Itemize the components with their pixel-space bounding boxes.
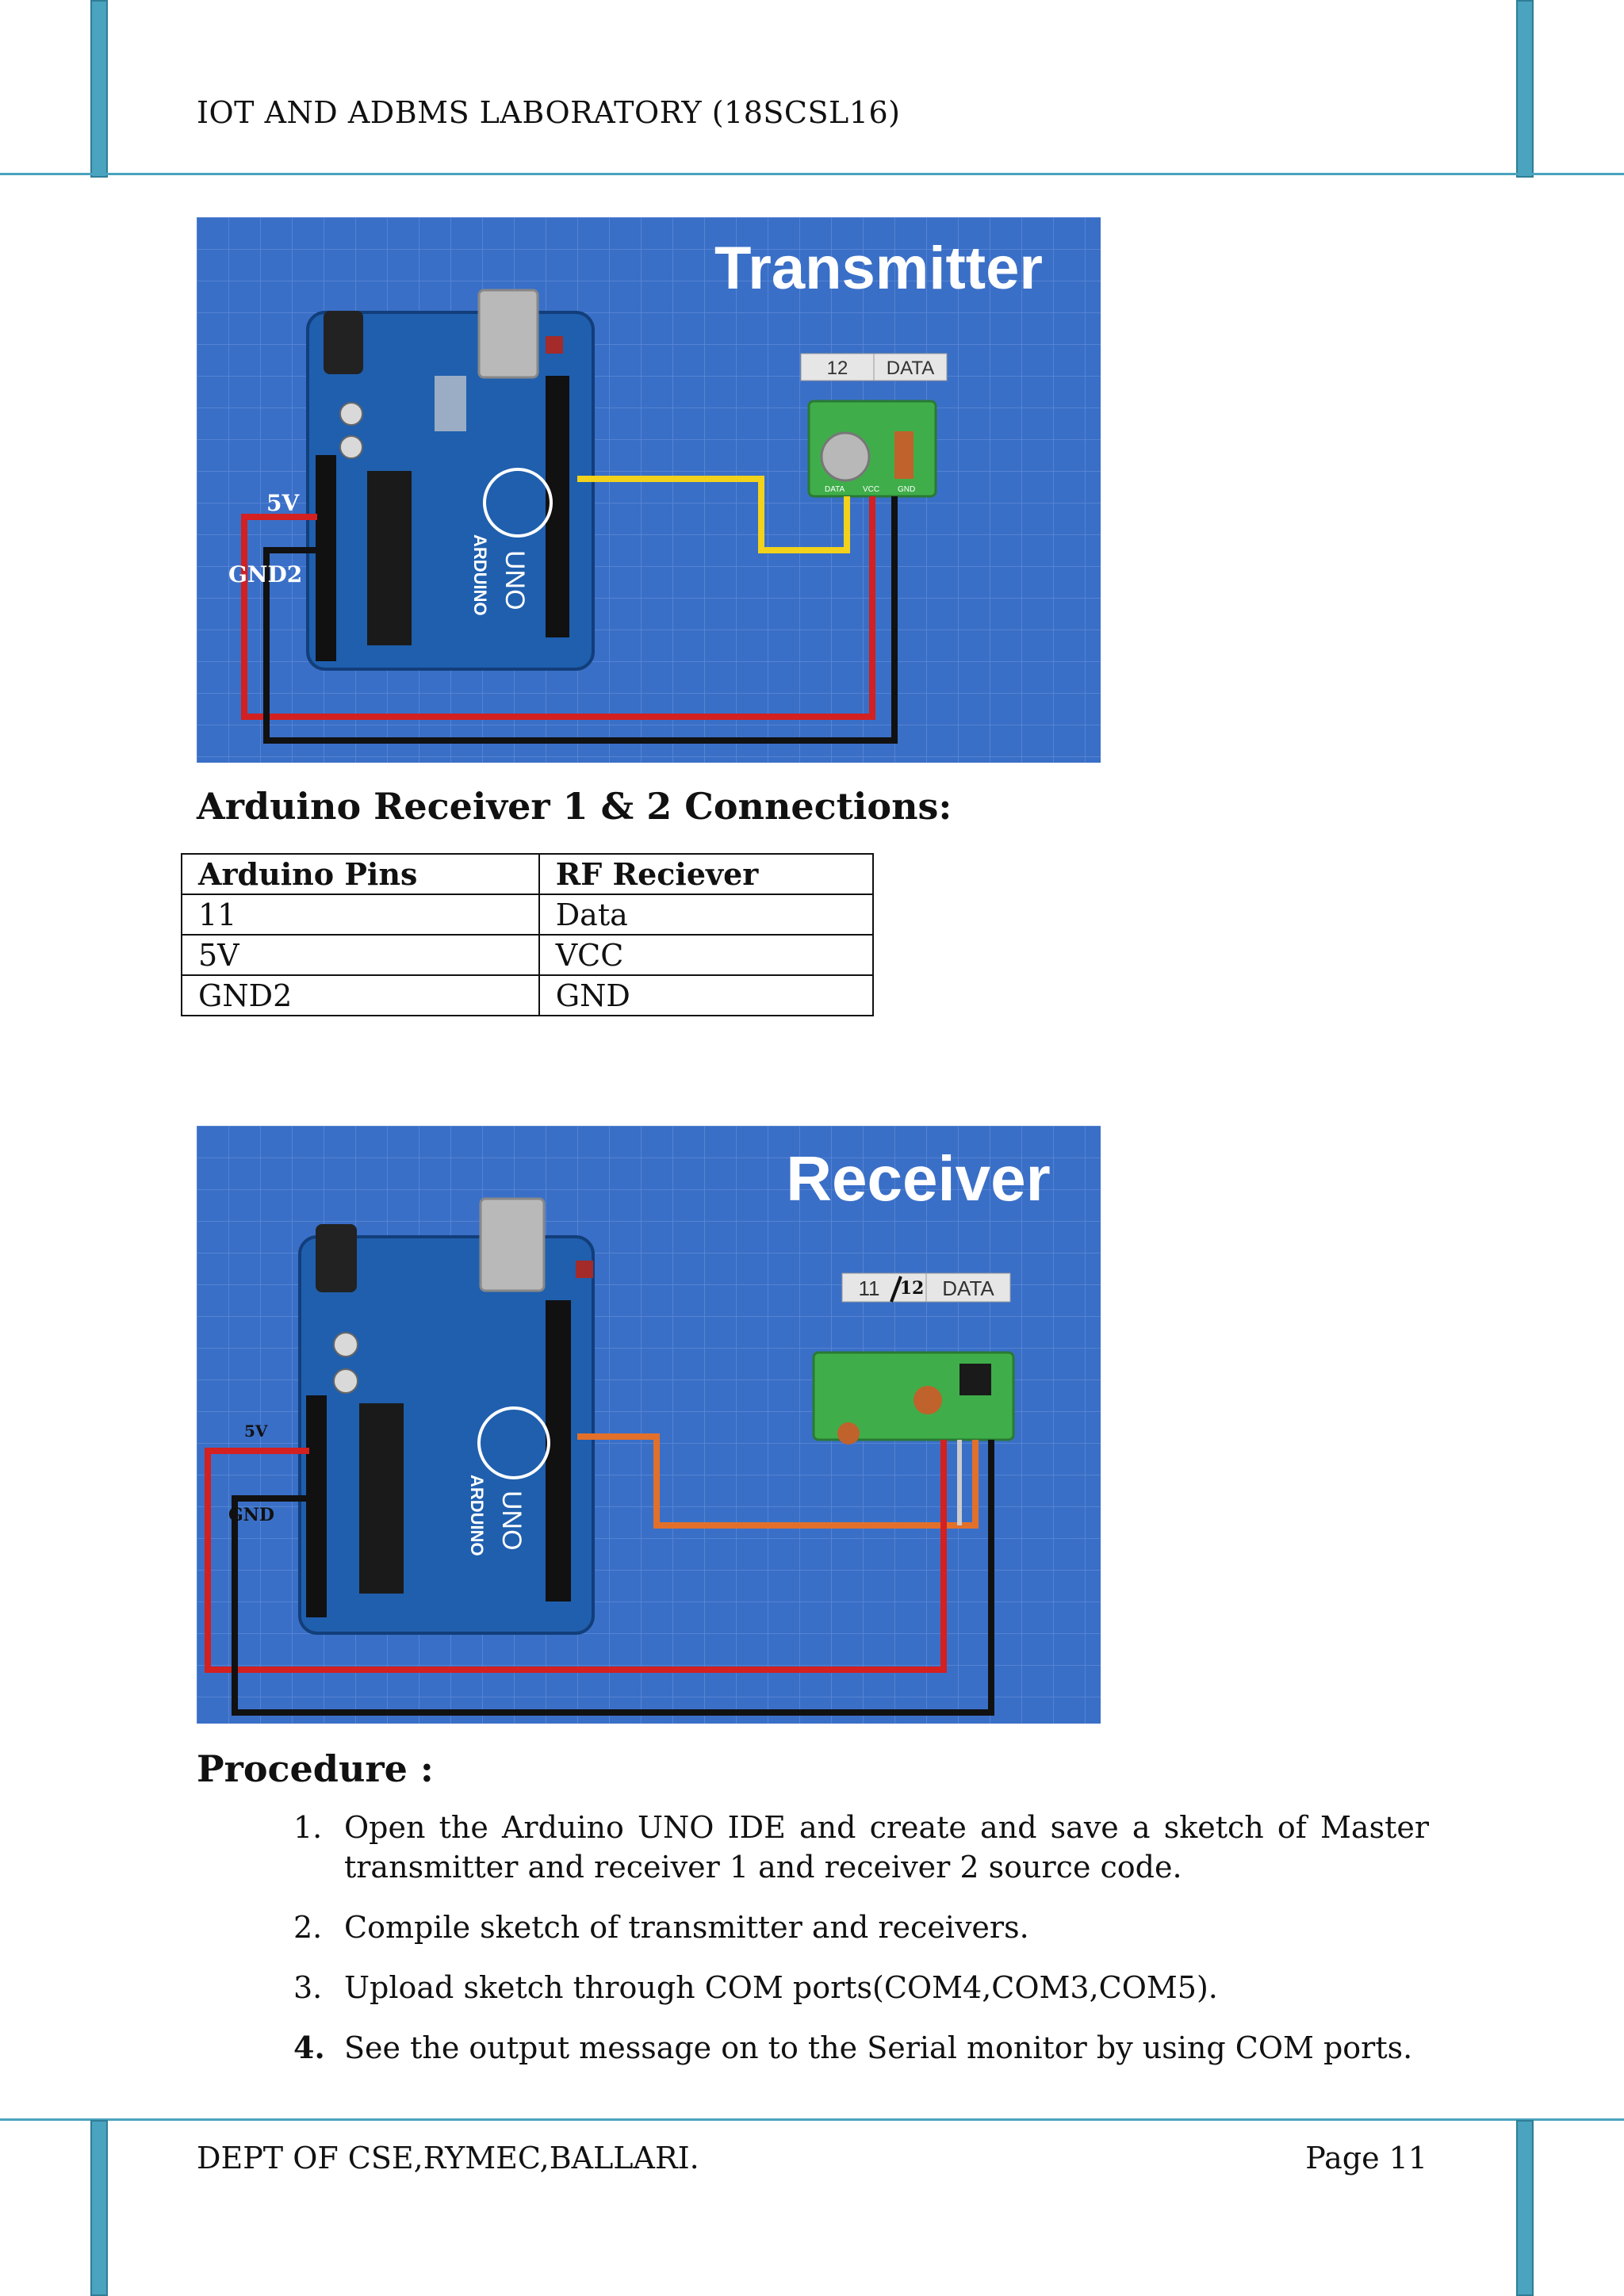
table-cell: VCC <box>538 934 875 976</box>
table-cell: 11 <box>181 894 540 936</box>
tx-data-wire <box>577 476 850 553</box>
rx-pin-function: DATA <box>942 1276 994 1300</box>
list-item: 4. See the output message on to the Seri… <box>293 2028 1429 2068</box>
table-row: 5V VCC <box>181 934 875 976</box>
step-text: Compile sketch of transmitter and receiv… <box>344 1910 1029 1945</box>
list-item: 2. Compile sketch of transmitter and rec… <box>293 1908 1429 1947</box>
table-cell: GND2 <box>181 974 540 1016</box>
tx-gnd-wire <box>263 496 898 744</box>
tx-label-gnd: GND2 <box>228 561 302 587</box>
table-row: GND2 GND <box>181 974 875 1016</box>
rx-board-label-uno: UNO <box>496 1490 527 1551</box>
tx-board-label-uno: UNO <box>500 550 530 610</box>
tx-board-label-arduino: ARDUINO <box>470 534 490 616</box>
tx-module-pin-gnd: GND <box>898 485 915 494</box>
step-number: 4. <box>293 2030 325 2065</box>
step-number: 1. <box>293 1810 323 1845</box>
step-number: 3. <box>293 1970 323 2005</box>
table-header-row: Arduino Pins RF Reciever <box>181 853 875 895</box>
receiver-connections-heading: Arduino Receiver 1 & 2 Connections: <box>197 785 952 828</box>
transmitter-title: Transmitter <box>714 235 1043 302</box>
tx-5v-wire <box>241 496 875 720</box>
frame-bar-top-left <box>90 0 108 178</box>
header-title: IOT AND ADBMS LABORATORY (18SCSL16) <box>197 95 901 130</box>
tx-module-pin-vcc: VCC <box>863 485 879 494</box>
table-header-cell: RF Reciever <box>538 853 875 895</box>
rx-gnd-wire <box>232 1440 994 1716</box>
tx-pin-function: DATA <box>887 358 934 379</box>
rx-pin-correction: 12 <box>900 1278 925 1299</box>
frame-bar-top-right <box>1516 0 1534 178</box>
footer-dept: DEPT OF CSE,RYMEC,BALLARI. <box>197 2141 699 2175</box>
step-text: Open the Arduino UNO IDE and create and … <box>344 1810 1429 1885</box>
rx-board-label-arduino: ARDUINO <box>467 1475 487 1556</box>
procedure-steps: 1. Open the Arduino UNO IDE and create a… <box>293 1808 1429 2088</box>
procedure-heading: Procedure : <box>197 1747 434 1790</box>
tx-module-pin-data: DATA <box>825 485 845 494</box>
list-item: 3. Upload sketch through COM ports(COM4,… <box>293 1968 1429 2007</box>
frame-bar-bottom-left <box>90 2120 108 2296</box>
header-rule <box>0 173 1624 175</box>
tx-label-5v: 5V <box>266 490 300 516</box>
table-cell: GND <box>538 974 875 1016</box>
table-cell: Data <box>538 894 875 936</box>
transmitter-figure: Transmitter ARDUINO UNO 12 DATA DATA VCC… <box>197 217 1101 763</box>
list-item: 1. Open the Arduino UNO IDE and create a… <box>293 1808 1429 1887</box>
receiver-title: Receiver <box>786 1143 1051 1214</box>
table-row: 11 Data <box>181 894 875 936</box>
rx-pin-number: 11 <box>859 1276 880 1300</box>
frame-bar-bottom-right <box>1516 2120 1534 2296</box>
rx-label-gnd: GND <box>228 1505 274 1525</box>
arduino-board-tx: ARDUINO UNO <box>306 289 595 671</box>
footer-page-number: Page 11 <box>1305 2141 1427 2175</box>
arduino-board-rx: ARDUINO UNO <box>298 1197 595 1635</box>
receiver-pin-table: Arduino Pins RF Reciever 11 Data 5V VCC … <box>181 853 875 1016</box>
tx-pin-number: 12 <box>827 358 848 379</box>
step-number: 2. <box>293 1910 323 1945</box>
receiver-figure: Receiver ARDUINO UNO 11 12 DATA 5V GND <box>197 1126 1101 1724</box>
table-header-cell: Arduino Pins <box>181 853 540 895</box>
rx-label-5v: 5V <box>244 1422 268 1441</box>
rx-data-wire <box>577 1433 979 1529</box>
footer-rule <box>0 2118 1624 2121</box>
rf-transmitter-module: DATA VCC GND <box>807 400 937 498</box>
rx-5v-wire <box>205 1440 947 1673</box>
step-text: Upload sketch through COM ports(COM4,COM… <box>344 1970 1218 2005</box>
rx-pin-strike <box>890 1276 902 1303</box>
step-text: See the output message on to the Serial … <box>344 2030 1413 2065</box>
rf-receiver-module <box>812 1351 1015 1445</box>
table-cell: 5V <box>181 934 540 976</box>
